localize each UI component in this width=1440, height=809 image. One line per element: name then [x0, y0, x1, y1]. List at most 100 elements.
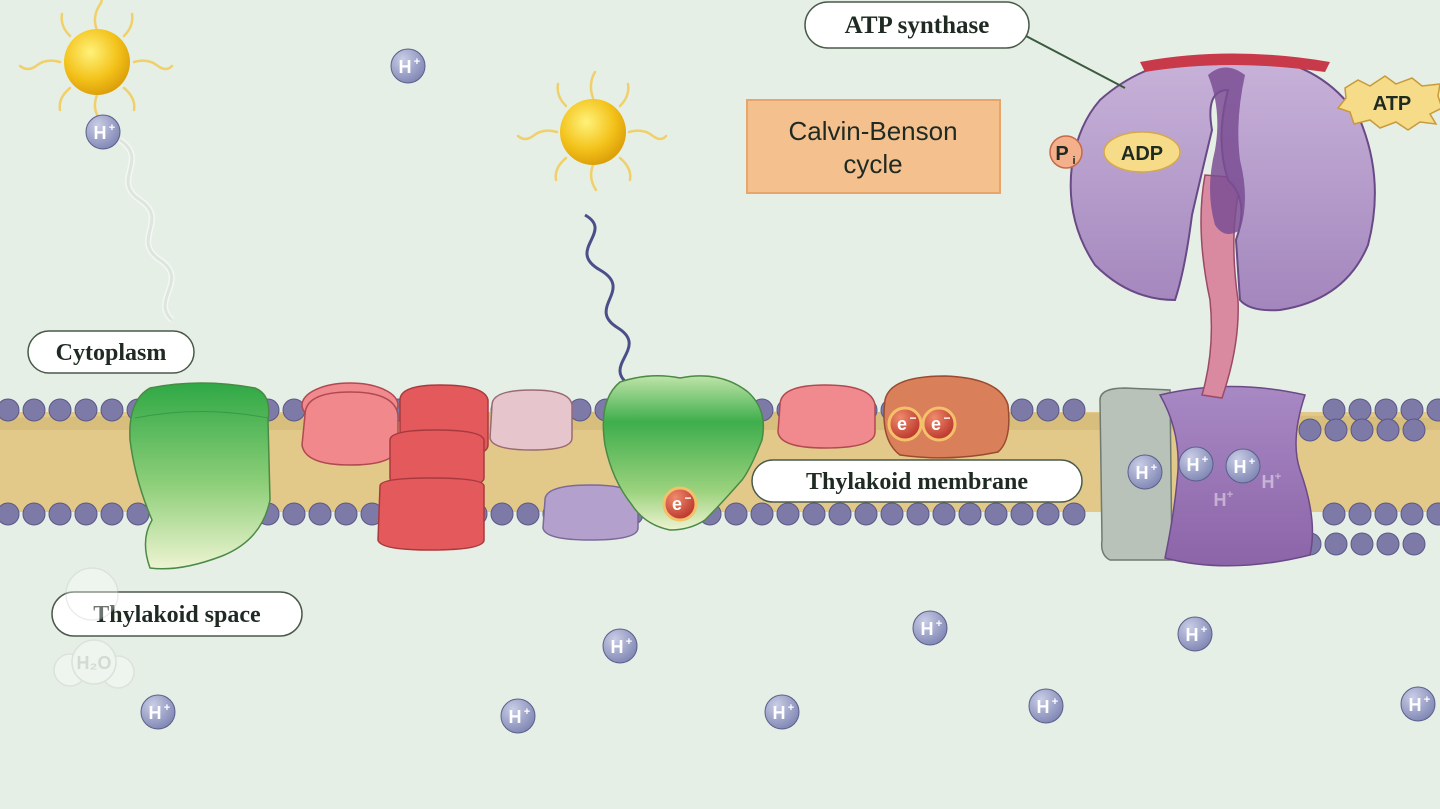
hydrogen-ion-icon: H+	[1262, 471, 1282, 492]
light-wave-arrow	[118, 137, 175, 323]
electron-icon: e−	[887, 406, 923, 442]
lipid-head	[1350, 418, 1374, 442]
lipid-head	[1322, 398, 1346, 422]
lipid-head	[1374, 502, 1398, 526]
hydrogen-ion-icon: H+	[1178, 446, 1214, 482]
svg-text:H: H	[1409, 695, 1422, 715]
photosystem-i	[602, 375, 765, 531]
lipid-head	[22, 398, 46, 422]
hydrogen-ion-icon: H+	[764, 694, 800, 730]
h2o-label: H₂O	[77, 653, 112, 673]
svg-text:−: −	[909, 411, 916, 425]
adp-label: ADP	[1121, 143, 1163, 165]
lipid-head	[516, 502, 540, 526]
svg-text:H: H	[773, 703, 786, 723]
lipid-head	[776, 502, 800, 526]
electron-icon: e−	[921, 406, 957, 442]
svg-text:H: H	[1136, 463, 1149, 483]
svg-text:H: H	[1262, 472, 1275, 492]
lipid-head	[48, 398, 72, 422]
water-molecule-icon: H₂O	[53, 567, 135, 689]
cytochrome-complex	[301, 382, 489, 551]
lipid-head	[282, 502, 306, 526]
lipid-head	[802, 502, 826, 526]
hydrogen-ion-icon: H+	[602, 628, 638, 664]
lipid-head	[1322, 502, 1346, 526]
svg-text:H: H	[399, 57, 412, 77]
svg-text:H: H	[611, 637, 624, 657]
lipid-head	[984, 502, 1008, 526]
lipid-head	[100, 502, 124, 526]
svg-text:H: H	[1187, 455, 1200, 475]
svg-text:+: +	[524, 706, 530, 718]
lipid-head	[48, 502, 72, 526]
lipid-head	[1036, 398, 1060, 422]
lipid-head	[1348, 502, 1372, 526]
svg-text:H: H	[1037, 697, 1050, 717]
svg-text:e: e	[672, 494, 682, 514]
lipid-head	[1324, 532, 1348, 556]
lipid-head	[308, 502, 332, 526]
svg-text:+: +	[1201, 624, 1207, 636]
atp-label: ATP	[1373, 93, 1412, 115]
hydrogen-ion-icon: H+	[1177, 616, 1213, 652]
svg-text:+: +	[1275, 471, 1281, 483]
phosphate-molecule: P i	[1049, 135, 1083, 169]
pi-label: P	[1055, 143, 1068, 165]
lipid-head	[1426, 398, 1440, 422]
svg-text:+: +	[1424, 694, 1430, 706]
lipid-head	[1376, 532, 1400, 556]
ions-layer: H+H+H+H+H+H+H+H+H+H+H+H+H+H+H+e−e−e−	[85, 48, 1436, 734]
lipid-head	[0, 398, 20, 422]
svg-text:Thylakoid membrane: Thylakoid membrane	[806, 469, 1028, 495]
svg-text:+: +	[1249, 456, 1255, 468]
hydrogen-ion-icon: H+	[1400, 686, 1436, 722]
adp-molecule: ADP	[1103, 131, 1181, 173]
svg-text:H: H	[921, 619, 934, 639]
atp-synthase-pointer	[1025, 35, 1126, 89]
atp-burst-icon: ATP	[1336, 75, 1440, 131]
lipid-head	[1298, 418, 1322, 442]
thylakoid-space-label: Thylakoid space	[51, 591, 303, 637]
sun-icon	[18, 0, 174, 120]
calvin-benson-box: Calvin-Benson cycle	[746, 99, 1001, 194]
hydrogen-ion-icon: H+	[1214, 489, 1234, 510]
svg-text:−: −	[943, 411, 950, 425]
lipid-head	[1402, 532, 1426, 556]
lipid-head	[1062, 398, 1086, 422]
lipid-head	[1376, 418, 1400, 442]
lipid-head	[126, 502, 150, 526]
hydrogen-ion-icon: H+	[390, 48, 426, 84]
lipid-head	[880, 502, 904, 526]
thylakoid-membrane-label: Thylakoid membrane	[751, 459, 1083, 503]
lipid-head	[750, 502, 774, 526]
svg-text:Thylakoid space: Thylakoid space	[93, 602, 261, 628]
lipid-head	[0, 502, 20, 526]
svg-text:+: +	[1052, 696, 1058, 708]
lipid-head	[854, 502, 878, 526]
lipid-head	[1010, 502, 1034, 526]
svg-text:+: +	[414, 56, 420, 68]
calvin-label-line1: Calvin-Benson	[788, 116, 957, 146]
lipid-head	[1350, 532, 1374, 556]
lipid-head	[906, 502, 930, 526]
hydrogen-ion-icon: H+	[1028, 688, 1064, 724]
svg-text:+: +	[1202, 454, 1208, 466]
lipid-head	[932, 502, 956, 526]
lipid-head	[1036, 502, 1060, 526]
electron-icon: e−	[662, 486, 698, 522]
lipid-head	[490, 502, 514, 526]
photosystem-ii	[129, 382, 271, 570]
lipid-head	[100, 398, 124, 422]
lipid-head	[1402, 418, 1426, 442]
lipid-head	[1400, 502, 1424, 526]
calvin-label-line2: cycle	[843, 149, 902, 179]
lipid-head	[74, 398, 98, 422]
atp-synthase-f1	[1069, 53, 1376, 312]
svg-text:+: +	[788, 702, 794, 714]
hydrogen-ion-icon: H+	[85, 114, 121, 150]
svg-text:H: H	[1186, 625, 1199, 645]
lipid-head	[1348, 398, 1372, 422]
svg-text:+: +	[164, 702, 170, 714]
sun-icon	[516, 70, 668, 192]
